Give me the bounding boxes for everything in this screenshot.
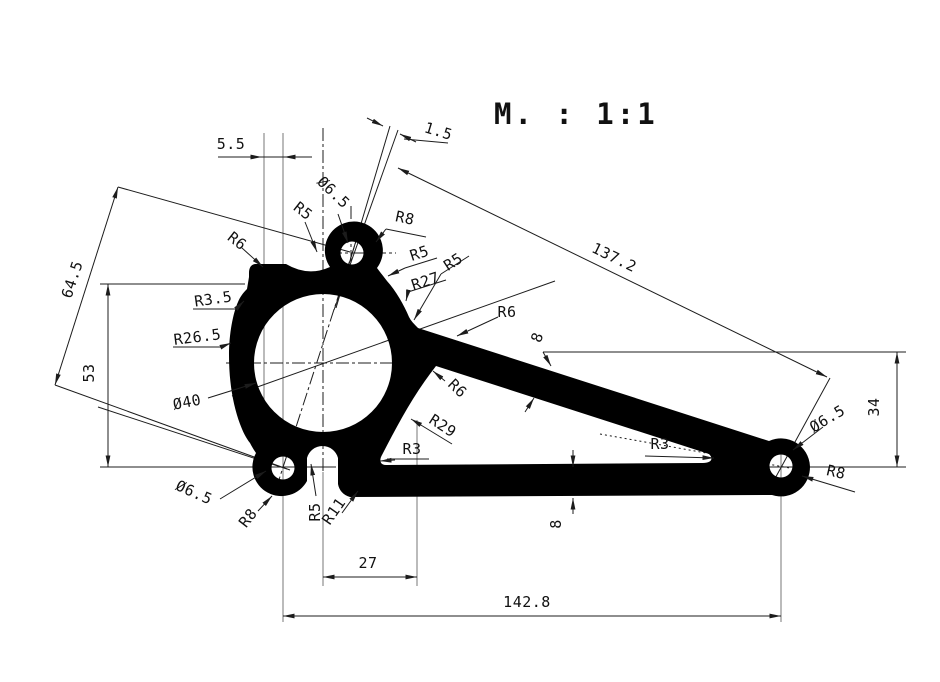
ext-137-2-right — [771, 377, 831, 485]
dia-6-5-bottom-left-label: Ø6.5 — [173, 476, 215, 508]
dim-53-label: 53 — [80, 363, 98, 382]
r27-label: R27 — [409, 268, 442, 294]
leader-r5-right-upper-underline — [404, 257, 438, 269]
leader-r27-underline — [407, 279, 447, 293]
dim-8-bar-label: 8 — [547, 519, 565, 529]
leader-r29 — [410, 418, 453, 445]
leader-r5-right-lower — [413, 273, 442, 321]
dim-8-arm-arrow-bottom — [524, 397, 535, 413]
dim-1-5-leader — [403, 138, 449, 144]
leader-dia-6-5-tip — [792, 426, 824, 451]
dia-6-5-top-label: Ø6.5 — [314, 173, 354, 212]
r6-arm-lower-label: R6 — [444, 375, 470, 401]
dim-1-5-arrow-left — [366, 117, 384, 127]
leader-r11 — [341, 490, 359, 514]
r3-right-label: R3 — [650, 435, 669, 453]
leader-r5-top-left — [304, 221, 318, 253]
r8-bottom-left-label: R8 — [235, 505, 261, 531]
dim-5-5-label: 5.5 — [217, 135, 246, 153]
r29-label: R29 — [426, 410, 460, 441]
leader-r6-top-left — [241, 247, 264, 268]
leader-r26-5 — [219, 342, 232, 350]
dia-6-5-tip-label: Ø6.5 — [806, 401, 848, 436]
leader-r3-right — [644, 455, 715, 461]
r3-5-label: R3.5 — [193, 287, 233, 310]
dim-64-5-label: 64.5 — [58, 259, 87, 301]
leader-r8-bottom-left — [257, 495, 273, 512]
leader-lines — [173, 213, 856, 514]
leader-dia-6-5-top — [337, 213, 349, 244]
leader-dia-40 — [207, 382, 257, 399]
leader-r5-slot — [310, 463, 317, 497]
leader-r8-tip — [801, 475, 856, 493]
leader-r6-arm-lower — [432, 370, 446, 382]
r5-right-upper-label: R5 — [408, 242, 432, 265]
dia-40-label: Ø40 — [171, 391, 203, 414]
leader-r3-left — [379, 457, 396, 463]
r8-top-label: R8 — [394, 207, 416, 229]
dim-8-arm-label: 8 — [527, 330, 547, 345]
leader-r3-5 — [234, 300, 245, 311]
dim-142-8-label: 142.8 — [503, 593, 551, 611]
leader-r8-top-underline — [385, 228, 427, 238]
dim-64-5-line — [54, 186, 119, 386]
r5-top-left-label: R5 — [290, 198, 316, 224]
leader-r27 — [405, 289, 411, 302]
dim-8-arm-arrow-top — [542, 351, 552, 367]
leader-r6-arm-upper — [456, 316, 499, 337]
dim-34-label: 34 — [865, 397, 883, 416]
r8-tip-label: R8 — [825, 461, 848, 483]
dim-1-5-arrow-right — [399, 133, 417, 143]
scale-title: M. : 1:1 — [494, 97, 658, 131]
leader-dia-6-5-bottom-left — [219, 470, 267, 500]
leader-r5-right-lower-underline — [440, 255, 470, 275]
part-outline — [229, 221, 810, 497]
r6-top-left-label: R6 — [224, 228, 250, 254]
dim-137-2-label: 137.2 — [589, 239, 640, 276]
r3-left-label: R3 — [402, 440, 421, 458]
dim-1-5-label: 1.5 — [422, 118, 455, 144]
dim-27-label: 27 — [358, 554, 377, 572]
ext-64-5-bottom — [54, 384, 291, 471]
r5-slot-label: R5 — [306, 502, 324, 521]
r6-arm-upper-label: R6 — [497, 303, 516, 321]
r26-5-label: R26.5 — [173, 325, 222, 349]
leader-r8-top — [375, 228, 387, 243]
leader-r5-right-upper — [387, 267, 406, 277]
r5-right-lower-label: R5 — [440, 249, 466, 274]
dim-137-2-line — [397, 167, 828, 378]
dimension-lines — [54, 117, 900, 619]
